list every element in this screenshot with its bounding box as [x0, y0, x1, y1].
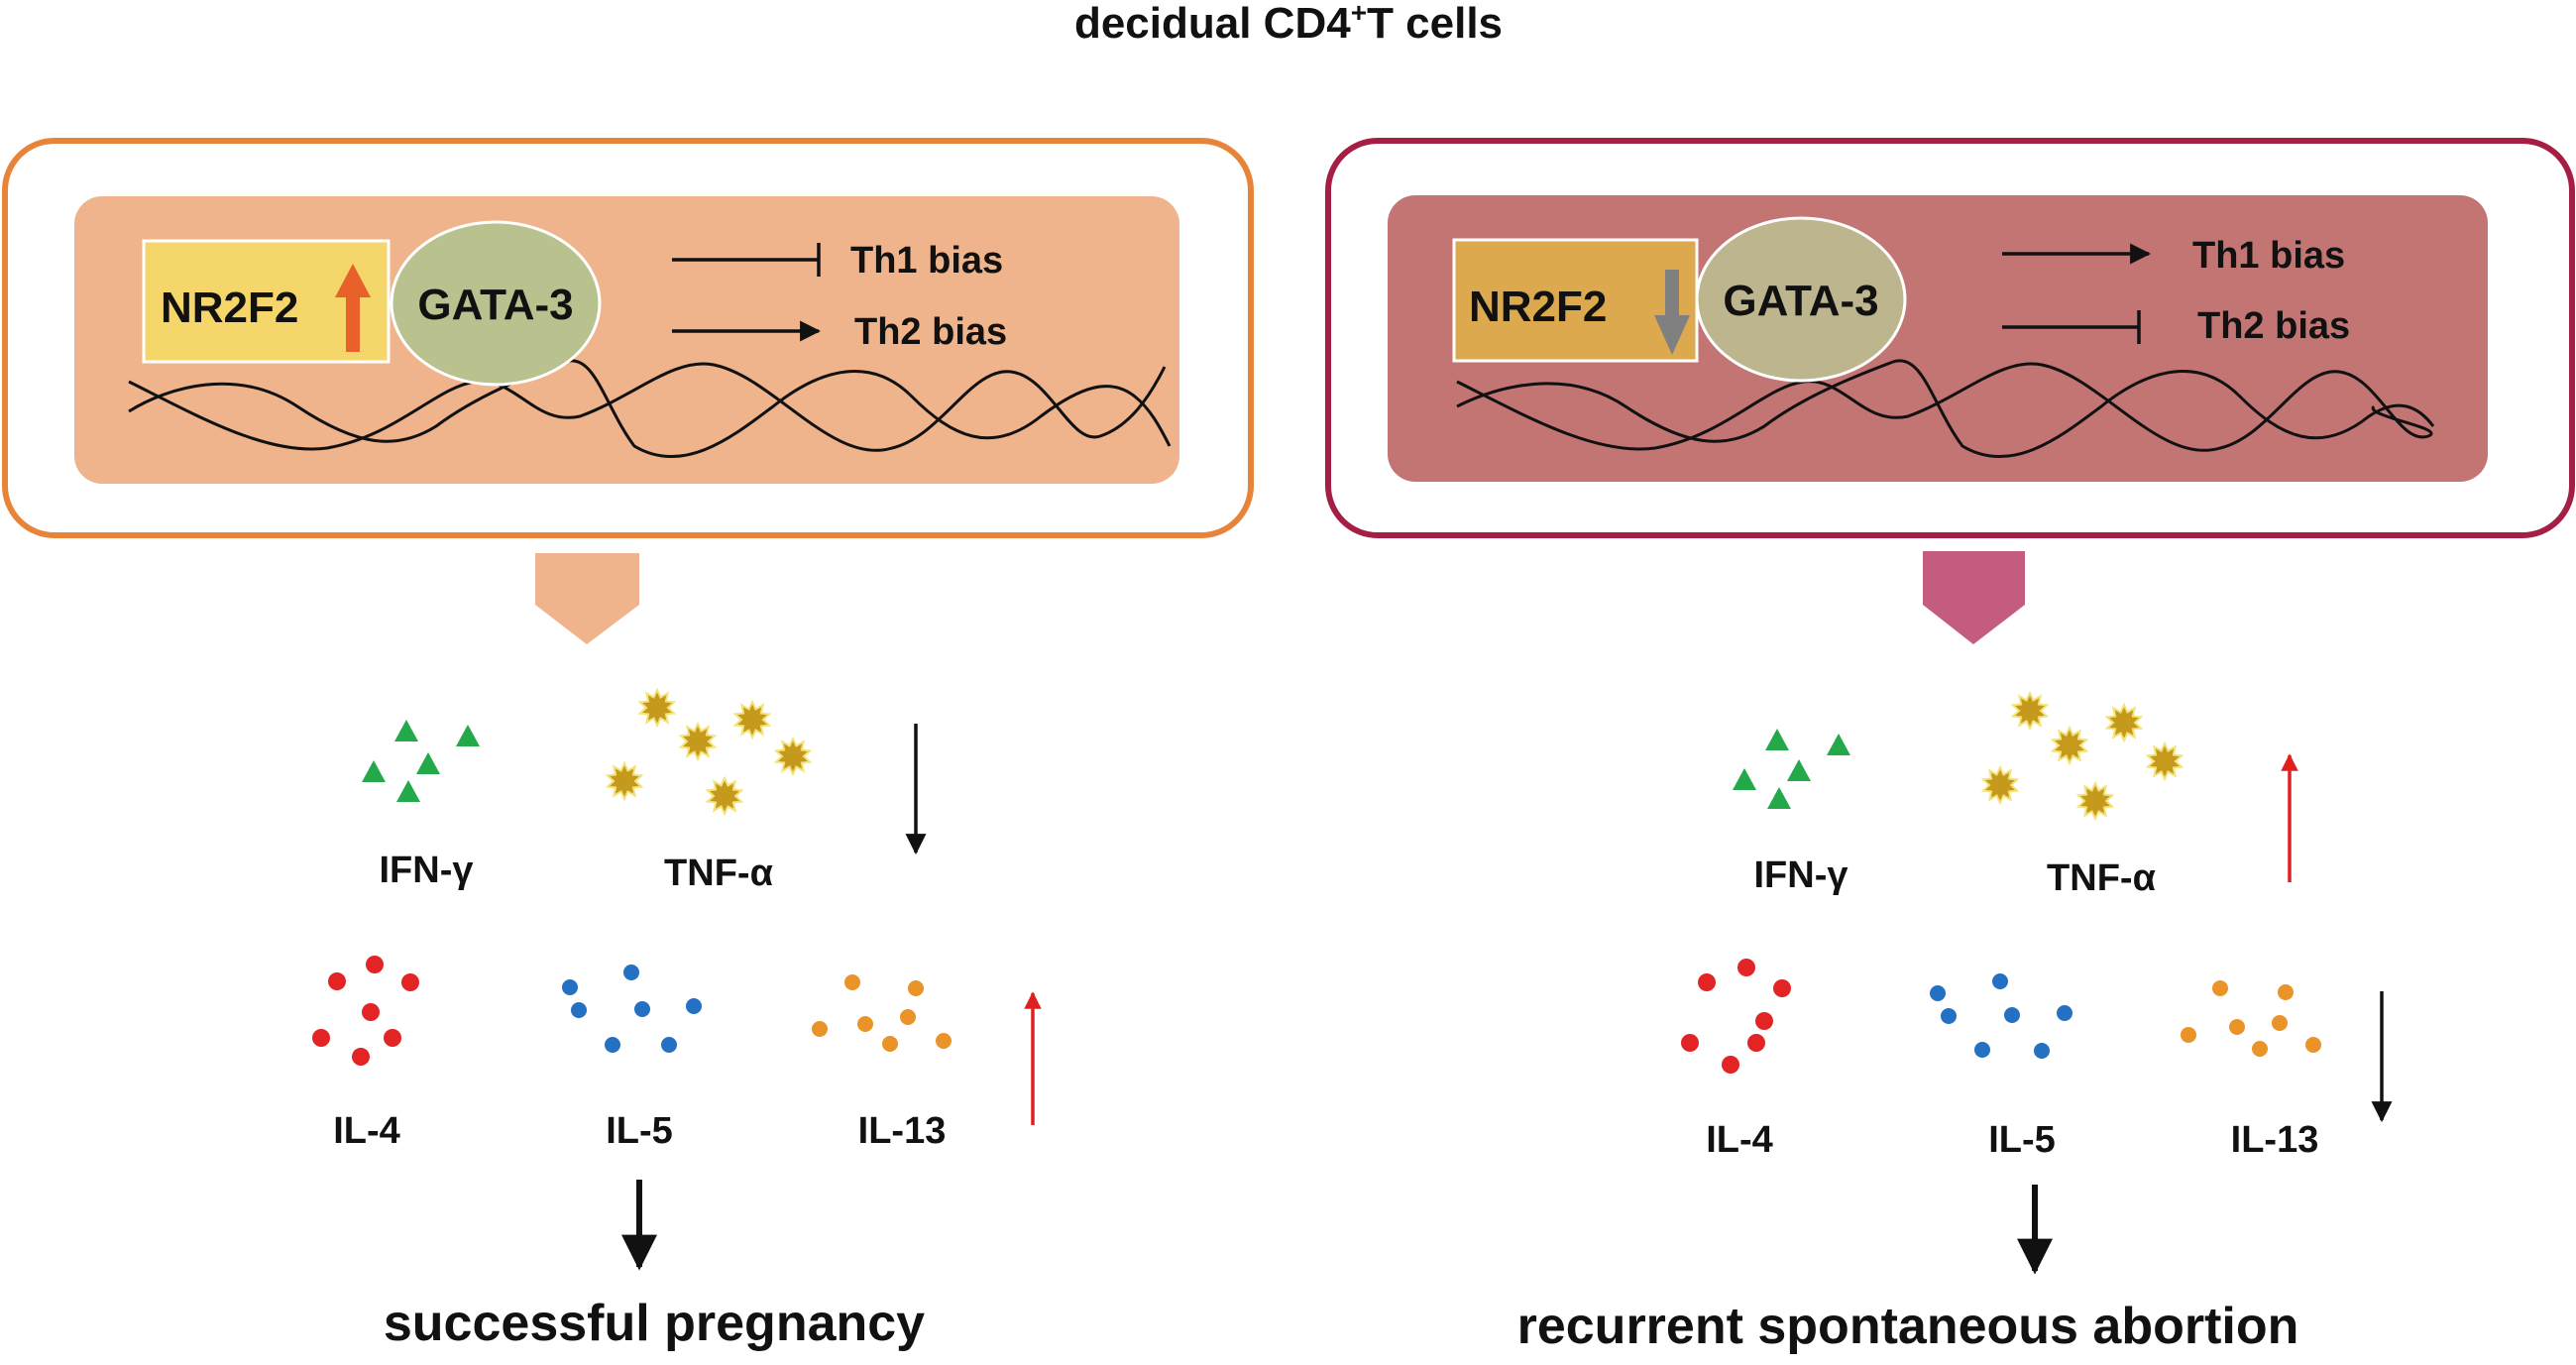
tnf-alpha-burst — [2010, 690, 2050, 732]
right-gata3-label: GATA-3 — [1723, 277, 1878, 325]
right-dna-strand-2 — [1456, 359, 2435, 458]
left-nr2f2-up-arrow-icon — [335, 264, 371, 352]
left-ifn-gamma-label: IFN-γ — [380, 850, 474, 891]
tnf-alpha-burst — [773, 736, 813, 777]
left-gata3-ellipse — [390, 220, 602, 387]
left-tnf-alpha-cluster — [605, 687, 813, 817]
right-panel: NR2F2 GATA-3 Th1 bias Th2 bias — [1325, 138, 2575, 1355]
left-il5-label: IL-5 — [606, 1110, 673, 1152]
left-th1-inhibit-arrow — [672, 243, 821, 277]
right-flow-arrow-icon — [1923, 551, 2025, 644]
right-il5-label: IL-5 — [1988, 1119, 2056, 1161]
title-superscript: + — [1351, 0, 1367, 28]
right-outcome-label: recurrent spontaneous abortion — [1517, 1298, 2299, 1355]
tnf-alpha-burst — [2075, 780, 2115, 822]
right-tnf-alpha-label: TNF-α — [2047, 857, 2156, 899]
diagram-title: decidual CD4+T cells — [1074, 0, 1503, 48]
left-th2-label: Th2 bias — [854, 311, 1007, 353]
right-th1-label: Th1 bias — [2192, 235, 2345, 277]
right-nr2f2-label: NR2F2 — [1469, 283, 1607, 331]
right-il5-cluster — [1930, 973, 2072, 1059]
right-th2-label: Th2 bias — [2197, 305, 2350, 347]
left-il13-cluster — [812, 974, 952, 1052]
left-outcome-label: successful pregnancy — [384, 1295, 925, 1352]
tnf-alpha-burst — [678, 721, 718, 762]
right-il13-cluster — [2181, 980, 2321, 1057]
tnf-alpha-burst — [2104, 702, 2144, 743]
right-nr2f2-down-arrow-icon — [1654, 270, 1690, 355]
right-il4-label: IL-4 — [1706, 1119, 1773, 1161]
left-panel: NR2F2 GATA-3 Th1 bias Th2 bias — [2, 138, 1254, 1352]
left-il4-cluster — [312, 956, 419, 1066]
left-dna-strand-2 — [128, 359, 1172, 458]
right-th2-inhibit-arrow — [2002, 310, 2141, 344]
left-flow-arrow-icon — [535, 553, 639, 644]
tnf-alpha-burst — [605, 760, 644, 802]
tnf-alpha-burst — [1980, 764, 2020, 806]
title-prefix: decidual CD4 — [1074, 0, 1351, 48]
tnf-alpha-burst — [705, 775, 744, 817]
right-tnf-alpha-cluster — [1980, 690, 2184, 822]
tnf-alpha-burst — [2145, 740, 2184, 782]
right-ifn-gamma-label: IFN-γ — [1754, 854, 1848, 896]
tnf-alpha-burst — [2050, 725, 2089, 766]
tnf-alpha-burst — [732, 699, 772, 740]
title-suffix: T cells — [1367, 0, 1503, 48]
tnf-alpha-burst — [637, 687, 677, 729]
left-il5-cluster — [562, 965, 702, 1053]
left-gata3-label: GATA-3 — [417, 281, 573, 329]
left-ifn-gamma-cluster — [362, 720, 480, 802]
right-ifn-gamma-cluster — [1733, 729, 1850, 809]
left-th1-label: Th1 bias — [850, 240, 1003, 282]
left-tnf-alpha-label: TNF-α — [664, 853, 773, 894]
left-il13-label: IL-13 — [858, 1110, 947, 1152]
left-il4-label: IL-4 — [333, 1110, 400, 1152]
right-il13-label: IL-13 — [2231, 1119, 2319, 1161]
right-gata3-ellipse — [1695, 216, 1907, 383]
right-il4-cluster — [1681, 959, 1791, 1074]
left-nr2f2-label: NR2F2 — [161, 284, 298, 332]
right-nr2f2-box — [1452, 238, 1699, 363]
